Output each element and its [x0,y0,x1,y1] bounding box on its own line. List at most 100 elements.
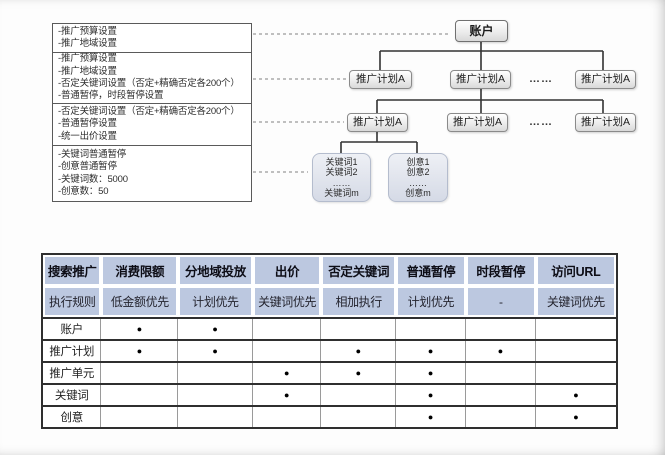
settings-line: -普通暂停，时段暂停设置 [58,90,164,102]
tree-node-plan: 推广计划A [450,70,511,89]
leaf-line: 关键词1 [325,156,358,167]
dot-cell [321,407,396,427]
table-row: 关键词 ● ● ● [43,383,616,405]
table-row: 账户●● [43,317,616,339]
dot-cell: ● [101,341,179,361]
settings-box: -推广预算设置-推广地域设置-推广预算设置-推广地域设置-否定关键词设置（否定+… [52,23,252,202]
header-cell: 时段暂停 [467,257,534,284]
feature-dot: ● [355,368,361,378]
settings-line: -否定关键词设置（否定+精确否定各200个） [58,105,240,117]
feature-dot: ● [212,346,218,356]
settings-section-3: -否定关键词设置（否定+精确否定各200个）-普通暂停设置-统一出价设置 [53,104,251,146]
header-cell: 搜索推广 [45,257,100,284]
settings-line: -否定关键词设置（否定+精确否定各200个） [58,78,240,89]
settings-line: -创意数：50 [58,185,109,197]
row-label-cell: 推广计划 [43,341,102,361]
settings-line: -推广地域设置 [58,65,117,77]
table-header-row: 搜索推广消费限额分地域投放出价否定关键词普通暂停时段暂停访问URL [43,255,616,286]
table-row: 推广单元 ● ● ● [43,361,616,383]
dot-cell: ● [536,407,616,427]
dot-cell [101,407,179,427]
table-row: 创意 ● ● [43,405,616,427]
account-structure-diagram: -推广预算设置-推广地域设置-推广预算设置-推广地域设置-否定关键词设置（否定+… [52,20,636,202]
dot-cell [178,363,253,383]
table-row: 推广计划 ● ● ● ● ● [43,339,616,361]
dot-cell [466,407,536,427]
dot-cell: ● [321,363,396,383]
leaf-line: 关键词m [324,188,359,198]
settings-line: -普通暂停设置 [58,118,117,130]
settings-line: -推广预算设置 [58,25,117,37]
dot-cell [321,385,396,405]
dot-cell: ● [396,363,466,383]
settings-section-4: -关键词普通暂停-创意普通暂停-关键词数：5000-创意数：50 [53,146,251,201]
dot-cell [101,385,179,405]
feature-dot: ● [573,390,579,400]
feature-dot: ● [284,390,290,400]
settings-section-1: -推广预算设置-推广地域设置 [53,24,251,53]
feature-dot: ● [497,346,503,356]
rule-cell: 计划优先 [397,288,464,315]
dot-cell: ● [178,341,253,361]
leaf-line: …… [409,177,427,188]
tree-ellipsis: …… [529,116,553,128]
tree-ellipsis: …… [529,73,553,85]
feature-dot: ● [427,368,433,378]
dot-cell [466,319,536,339]
feature-dot: ● [136,324,142,334]
tree-connector-lines [340,42,604,153]
rule-cell: 关键词优先 [537,288,614,315]
feature-dot: ● [573,412,579,422]
tree-node-plan: 推广计划A [575,70,636,89]
dot-cell: ● [396,385,466,405]
dot-cell: ● [536,385,616,405]
feature-dot: ● [355,346,361,356]
dot-cell [178,385,253,405]
dot-cell [536,363,616,383]
header-cell: 出价 [254,257,320,284]
settings-section-2: -推广预算设置-推广地域设置-否定关键词设置（否定+精确否定各200个）-普通暂… [53,53,251,104]
feature-dot: ● [136,346,142,356]
settings-line: -关键词普通暂停 [58,148,127,160]
rule-label-cell: 执行规则 [45,288,100,315]
row-label-cell: 创意 [43,407,102,427]
header-cell: 普通暂停 [397,257,464,284]
dot-cell [536,319,616,339]
dot-cell: ● [178,319,253,339]
rule-cell: 关键词优先 [254,288,320,315]
leaf-line: …… [332,177,351,188]
dot-cell: ● [253,363,322,383]
dot-cell [321,319,396,339]
settings-line: -推广地域设置 [58,38,117,49]
dot-cell [466,363,536,383]
dot-cell [101,363,179,383]
header-cell: 消费限额 [103,257,177,284]
header-cell: 否定关键词 [323,257,394,284]
leaf-line: 创意m [405,188,431,198]
row-label-cell: 推广单元 [43,363,102,383]
dot-cell [466,385,536,405]
dot-cell [253,319,322,339]
feature-dot: ● [284,368,290,378]
leaf-line: 关键词2 [325,167,358,177]
tree-node-plan: 推广计划A [349,70,412,89]
header-cell: 分地域投放 [180,257,251,284]
tree-node-plan: 推广计划A [447,113,508,132]
settings-line: -创意普通暂停 [58,161,117,173]
rule-row: 执行规则低金额优先计划优先关键词优先相加执行计划优先-关键词优先 [43,286,616,317]
dot-cell [536,341,616,361]
rule-cell: 低金额优先 [103,288,177,315]
dot-cell: ● [466,341,536,361]
header-cell: 访问URL [537,257,614,284]
dot-cell: ● [396,407,466,427]
dot-cell: ● [396,341,466,361]
row-label-cell: 关键词 [43,385,102,405]
feature-dot: ● [427,390,433,400]
dot-cell: ● [253,385,322,405]
settings-line: -统一出价设置 [58,130,117,142]
dot-cell: ● [101,319,179,339]
